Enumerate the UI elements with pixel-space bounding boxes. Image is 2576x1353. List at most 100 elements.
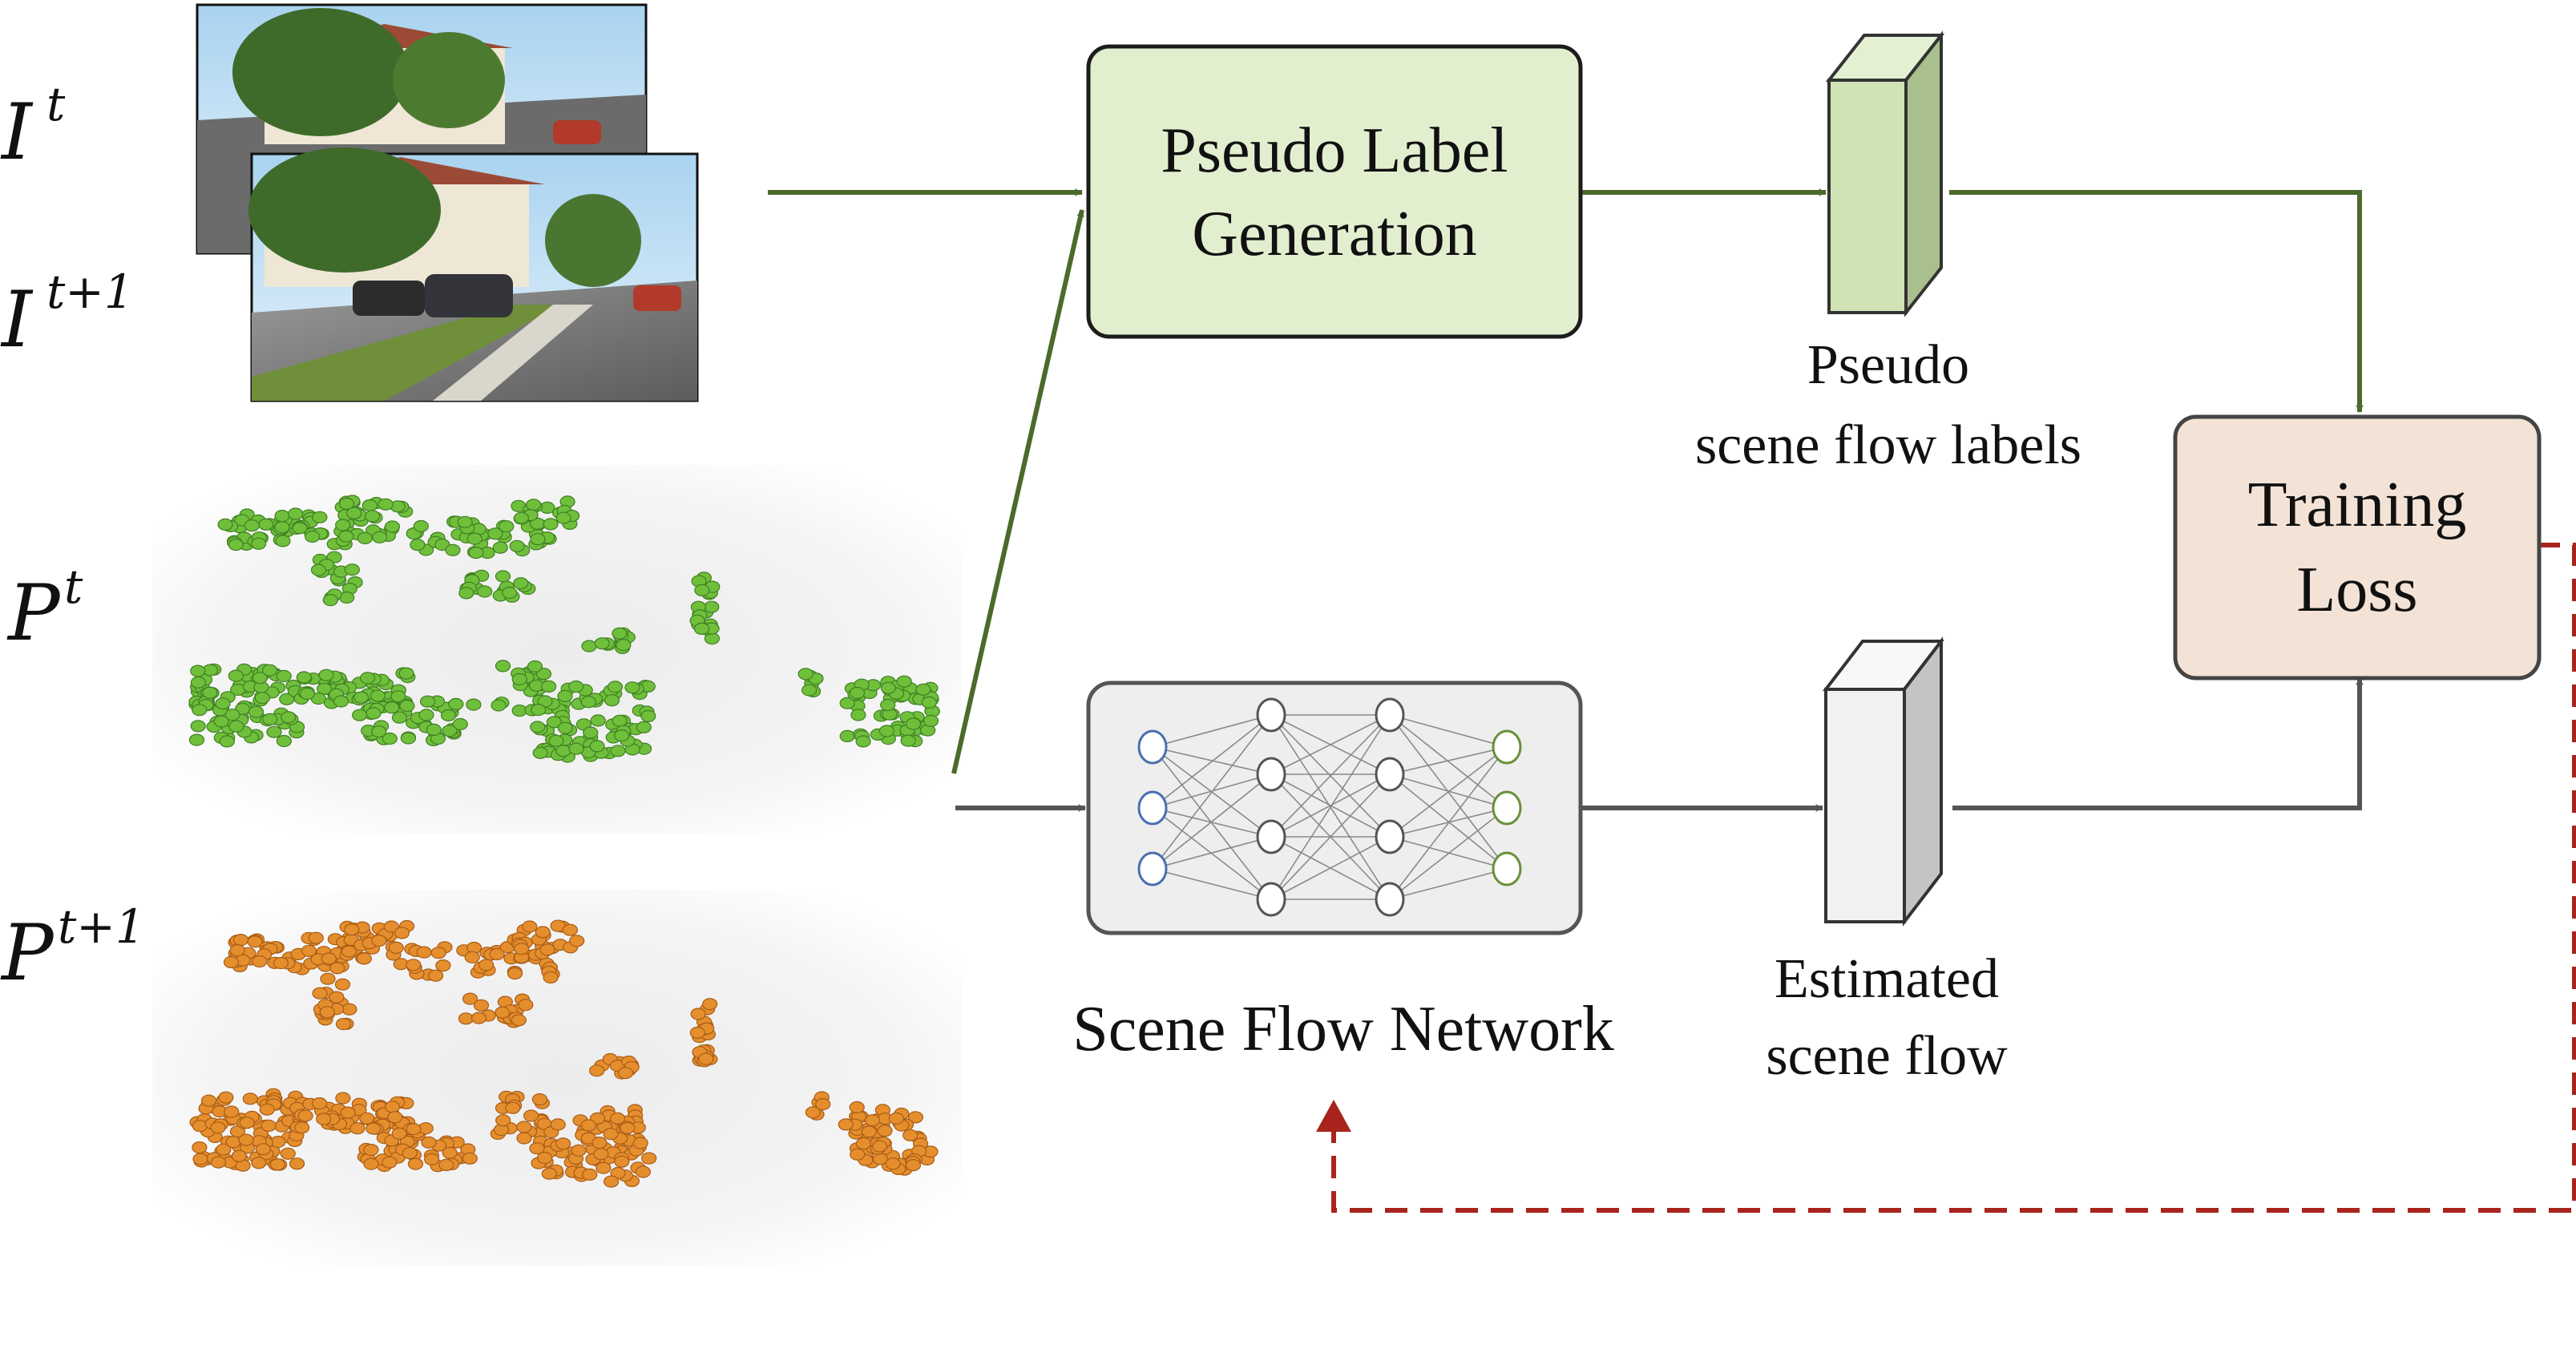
arrow-labels-to-loss — [1949, 190, 2364, 413]
cloud-point — [878, 725, 895, 737]
cloud-point — [387, 1111, 403, 1124]
cloud-point — [491, 699, 507, 712]
cloud-point — [252, 672, 268, 685]
training-loss-line2: Loss — [2296, 555, 2417, 625]
cloud-point — [555, 511, 571, 524]
network-edge — [1152, 714, 1272, 870]
cloud-point — [252, 955, 268, 968]
cloud-point — [338, 530, 354, 543]
cloud-point — [255, 1143, 271, 1156]
cloud-point — [604, 694, 620, 707]
cloud-point — [359, 1112, 375, 1125]
cloud-point — [861, 1125, 877, 1138]
cloud-point — [333, 695, 349, 708]
cloud-point — [321, 952, 337, 965]
cloud-point — [849, 1101, 865, 1114]
cloud-point — [462, 1152, 478, 1165]
cloud-point — [190, 676, 206, 689]
network-edge — [1389, 746, 1508, 838]
pseudo-labels-caption-line1: Pseudo — [1807, 334, 1969, 396]
cloud-point — [242, 1092, 258, 1105]
cloud-point — [320, 972, 336, 985]
cloud-point — [273, 956, 289, 970]
cloud-point — [329, 991, 345, 1004]
estimated-flow-caption-line1: Estimated — [1775, 948, 1999, 1010]
cloud-point — [596, 1161, 612, 1174]
cloud-point — [885, 1157, 901, 1170]
cloud-point — [371, 934, 387, 947]
cloud-point — [232, 933, 249, 947]
cloud-point — [694, 584, 710, 597]
cloud-point — [458, 587, 474, 600]
cloud-point — [394, 927, 410, 939]
cloud-point — [419, 695, 436, 708]
cloud-point — [418, 709, 434, 721]
cloud-point — [607, 681, 624, 693]
cloud-point — [610, 745, 626, 757]
cloud-point — [228, 720, 244, 733]
cloud-point — [448, 697, 464, 711]
cloud-point — [632, 1137, 648, 1149]
cloud-point — [805, 1106, 822, 1119]
cloud-point — [635, 1165, 652, 1178]
cloud-point — [192, 1120, 208, 1133]
cloud-point — [288, 507, 304, 520]
point-cloud-t1-background — [152, 890, 962, 1266]
cloud-point — [502, 586, 518, 600]
cloud-point — [458, 1012, 474, 1025]
cloud-point — [900, 734, 916, 747]
cloud-point — [871, 1140, 888, 1153]
cloud-point — [210, 1121, 226, 1134]
cloud-point — [614, 729, 630, 742]
cloud-point — [880, 681, 896, 694]
svg-text:t: t — [46, 77, 66, 131]
cloud-point — [357, 531, 373, 545]
network-node — [1137, 790, 1168, 826]
cloud-point — [416, 946, 432, 959]
cloud-point — [435, 959, 451, 972]
point-cloud-t1 — [189, 919, 939, 1188]
cloud-point — [319, 1006, 335, 1019]
cloud-point — [555, 1137, 571, 1150]
arrow-points-to-pseudo — [951, 209, 1084, 774]
cloud-point — [223, 955, 240, 969]
cloud-point — [219, 735, 235, 748]
cloud-point — [588, 1064, 605, 1077]
cloud-point — [530, 533, 546, 546]
cloud-point — [190, 720, 206, 733]
cloud-point — [239, 1117, 255, 1129]
network-edge — [1152, 714, 1272, 748]
cloud-point — [539, 943, 555, 956]
cloud-point — [289, 1157, 305, 1170]
cloud-point — [495, 1114, 511, 1127]
arrow-estimate-to-loss — [1952, 677, 2364, 810]
cloud-point — [274, 509, 290, 523]
cloud-point — [335, 519, 351, 531]
cloud-point — [224, 1105, 240, 1118]
points-t1-label: P t+1 — [0, 899, 145, 998]
cloud-point — [312, 987, 328, 1000]
cloud-point — [228, 669, 244, 682]
cloud-point — [391, 1127, 407, 1140]
network-edge — [1389, 773, 1508, 870]
cloud-point — [388, 941, 404, 955]
cloud-point — [363, 1143, 379, 1157]
cloud-point — [269, 1158, 285, 1171]
cloud-point — [568, 680, 584, 693]
cloud-point — [356, 952, 372, 965]
network-node — [1137, 851, 1168, 887]
cloud-point — [224, 709, 240, 721]
cloud-point — [507, 967, 523, 980]
cloud-point — [513, 943, 530, 955]
cloud-point — [372, 531, 388, 543]
network-edge — [1389, 746, 1508, 775]
cloud-point — [400, 732, 416, 745]
cloud-point — [509, 539, 525, 552]
cloud-point — [210, 1156, 227, 1169]
cloud-point — [801, 684, 818, 697]
cloud-point — [531, 1092, 548, 1106]
network-edge — [1389, 868, 1508, 900]
cloud-point — [384, 701, 400, 714]
cloud-point — [280, 1147, 296, 1160]
cloud-point — [603, 1127, 619, 1141]
